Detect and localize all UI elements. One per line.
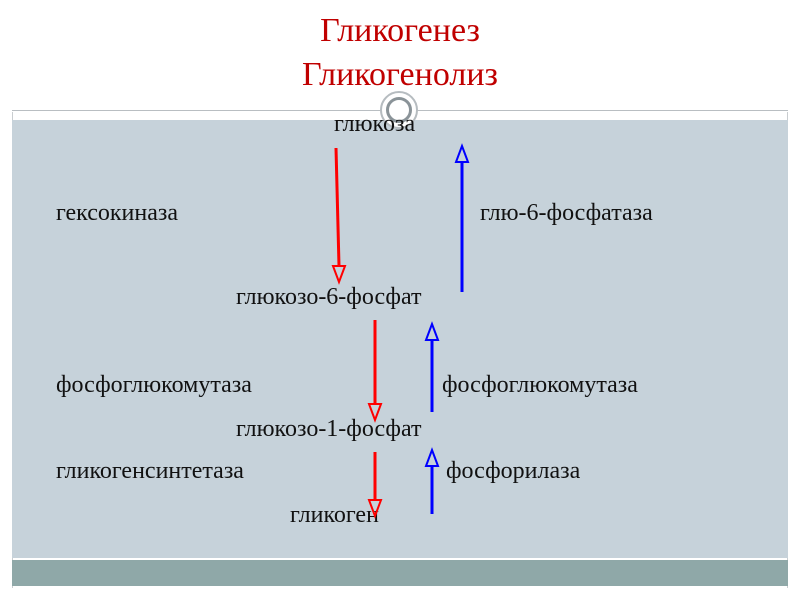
label-phosphoglucomutase-right: фосфоглюкомутаза [442,372,638,398]
decorative-circle-icon [380,91,418,129]
label-phosphoglucomutase-left: фосфоглюкомутаза [56,372,252,398]
label-glucose-1-phosphate: глюкозо-1-фосфат [236,416,422,442]
label-glucose-6-phosphatase: глю-6-фосфатаза [480,200,653,226]
label-hexokinase: гексокиназа [56,200,179,226]
label-phosphorylase: фосфорилаза [446,458,581,484]
label-glycogen-synthase: гликогенсинтетаза [56,458,244,484]
arrow-g6p-to-g1p [367,320,383,423]
label-glycogen: гликоген [290,502,379,528]
arrow-g1p-to-glycogen [367,452,383,519]
arrow-glycogen-to-g1p [424,447,440,514]
slide-title-glycogenolysis: Гликогенолиз [302,56,498,93]
bottom-band [12,560,788,586]
arrow-glucose-to-g6p [331,147,347,285]
slide-title-glycogenesis: Гликогенез [320,12,480,49]
content-area [12,120,788,558]
label-glucose: глюкоза [334,111,416,137]
arrow-g1p-to-g6p [424,321,440,412]
label-glucose-6-phosphate: глюкозо-6-фосфат [236,284,422,310]
arrow-g6p-to-glucose [454,143,470,292]
